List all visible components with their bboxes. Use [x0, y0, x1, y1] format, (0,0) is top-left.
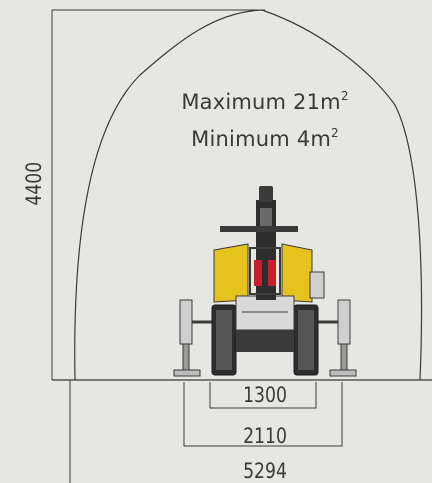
right-stabilizer: [318, 299, 357, 377]
minimum-area-text: Minimum 4m: [191, 127, 331, 151]
maximum-area-text: Maximum 21m: [181, 90, 341, 114]
height-dimension-label: 4400: [22, 161, 46, 206]
cabin-frame: [249, 247, 281, 295]
minimum-area-label: Minimum 4m2: [150, 126, 380, 151]
minimum-area-superscript: 2: [330, 126, 339, 140]
right-track-detail: [298, 310, 314, 370]
boom-cross-arm: [220, 226, 298, 232]
red-cylinder-left: [254, 260, 262, 286]
boom-column-detail: [260, 208, 272, 228]
right-side-box: [309, 271, 325, 299]
left-stabilizer: [173, 299, 212, 377]
dimension-bracket-1300: [209, 382, 317, 409]
chassis-base: [236, 330, 294, 352]
right-body-panel: [281, 243, 313, 303]
tunnel-outline: [74, 9, 423, 381]
drill-rig-machine: [173, 186, 357, 377]
maximum-area-label: Maximum 21m2: [150, 89, 380, 114]
dimension-bracket-2110: [183, 382, 343, 447]
left-body-panel: [213, 243, 249, 303]
red-cylinder-right: [268, 260, 276, 286]
mast-top: [259, 186, 273, 202]
left-track-detail: [216, 310, 232, 370]
track-width-label: 1300: [243, 383, 287, 407]
max-width-label: 5294: [243, 459, 287, 483]
stabilizer-width-label: 2110: [243, 424, 287, 448]
maximum-area-superscript: 2: [340, 89, 349, 103]
chassis: [235, 295, 295, 331]
